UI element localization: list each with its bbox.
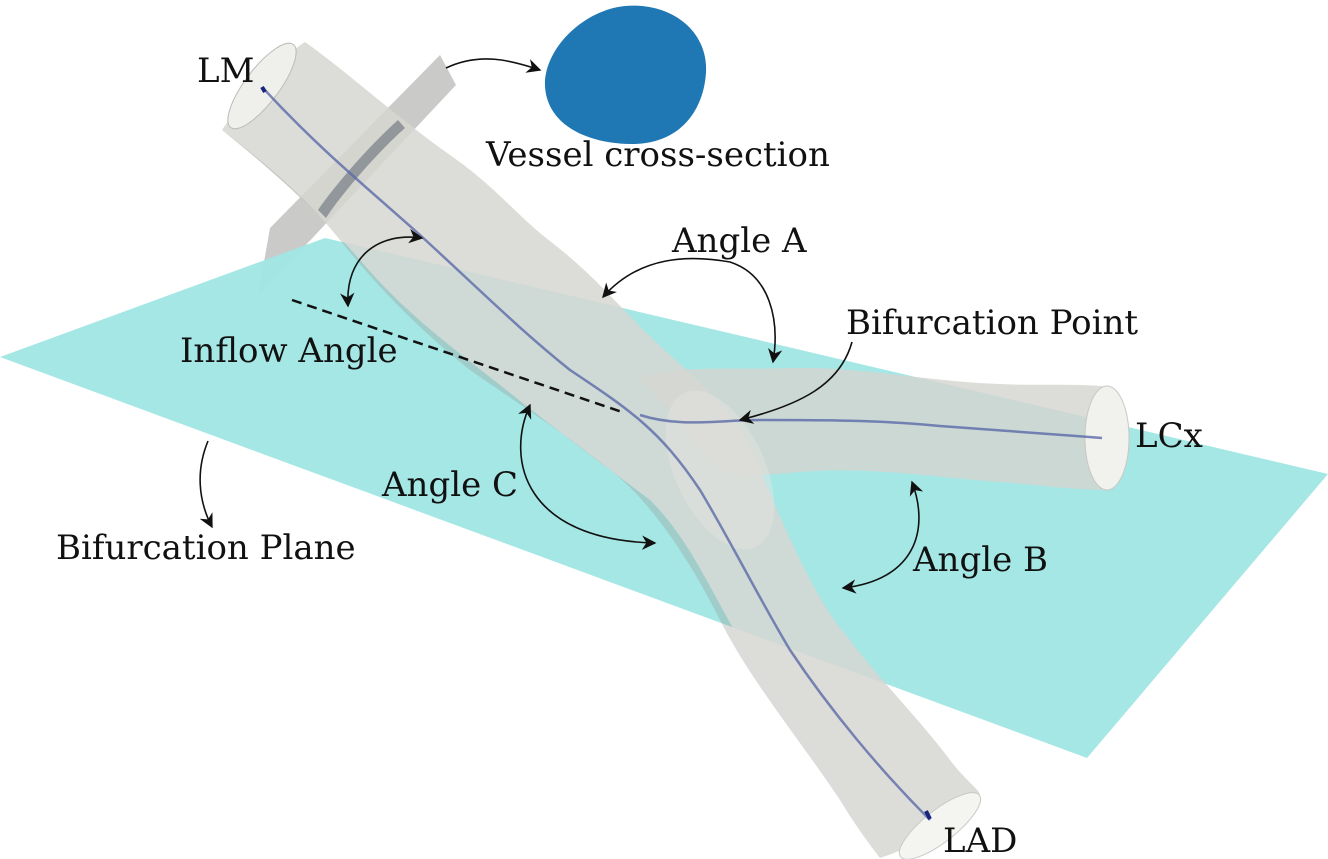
lad-endpoint-marker [924, 810, 932, 820]
label-lcx: LCx [1135, 416, 1203, 456]
angle-a-arrow [602, 257, 783, 364]
label-lm: LM [197, 51, 254, 91]
cross-section-ring [318, 120, 405, 218]
lad-outlet-cap [898, 792, 982, 859]
angle-c-arrow [518, 403, 657, 550]
vessel-cross-section-shape [544, 5, 707, 145]
inflow-reference-line [291, 298, 626, 415]
bifurcation-point-arrow [738, 341, 853, 424]
label-cross-section: Vessel cross-section [485, 135, 830, 175]
label-angle-c: Angle C [381, 465, 518, 505]
label-angle-a: Angle A [671, 221, 807, 261]
lm-endpoint-marker [260, 85, 267, 94]
centerline-lcx [639, 413, 1103, 440]
label-angle-b: Angle B [912, 540, 1048, 580]
label-lad: LAD [943, 821, 1017, 859]
bifurcation-plane-arrow [199, 440, 213, 529]
cross-section-arrow [445, 58, 542, 73]
lcx-branch [640, 367, 1110, 490]
lm-inlet-cap [227, 42, 297, 130]
lcx-outlet-cap [1084, 385, 1130, 491]
label-bifurcation-point: Bifurcation Point [846, 303, 1138, 343]
inflow-angle-arrow [340, 229, 424, 308]
label-inflow-angle: Inflow Angle [180, 331, 398, 371]
label-bifurcation-plane: Bifurcation Plane [56, 528, 356, 568]
angle-b-arrow [841, 480, 924, 594]
junction-highlight [665, 390, 775, 550]
